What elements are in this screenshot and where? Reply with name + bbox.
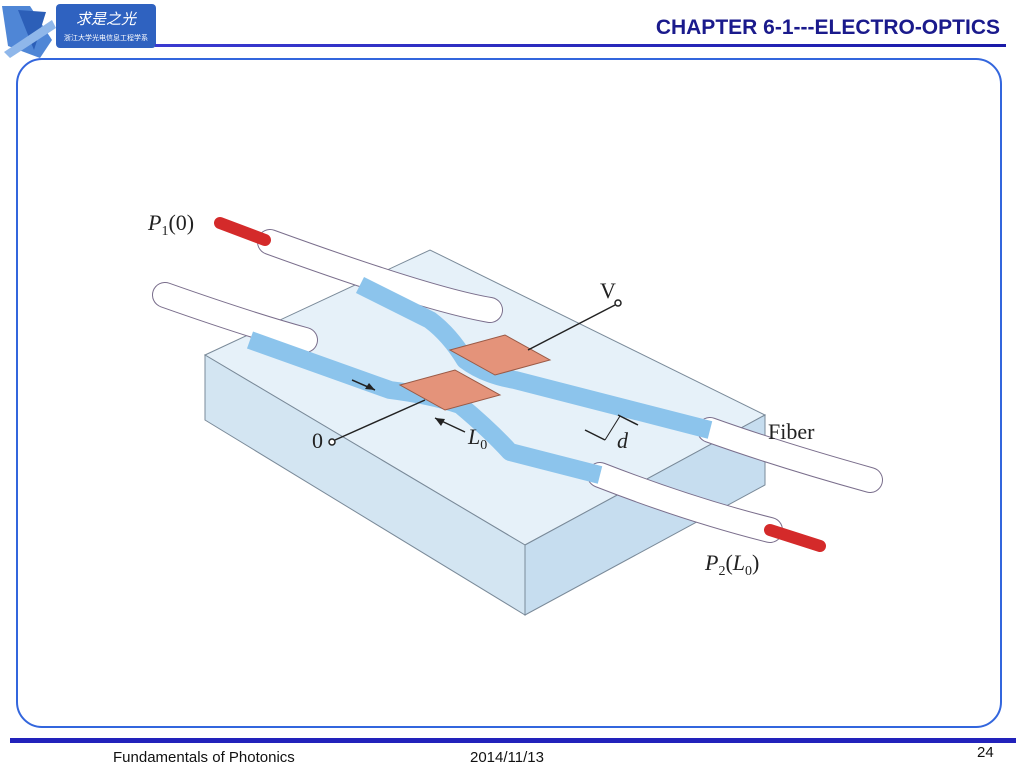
footer-divider xyxy=(10,738,1016,743)
logo-banner xyxy=(56,4,156,48)
fiber-tip-1 xyxy=(214,217,271,246)
logo-emblem-icon xyxy=(2,6,56,58)
page-number: 24 xyxy=(977,744,994,761)
voltage-lead xyxy=(527,304,616,351)
p2-label: P2(L0) xyxy=(704,550,759,579)
diagram-labels: P1(0) V 0 L0 d Fiber P2(L0) xyxy=(147,210,815,579)
ground-label: 0 xyxy=(312,428,323,453)
p1-label: P1(0) xyxy=(147,210,194,239)
input-fiber-2 xyxy=(152,282,318,353)
output-fiber-2 xyxy=(587,462,826,552)
waveguide-1 xyxy=(355,276,713,439)
university-logo: 求是之光 浙江大学光电信息工程学系 xyxy=(2,4,156,58)
header-divider xyxy=(155,44,1006,47)
voltage-label: V xyxy=(600,278,616,303)
electrode-top xyxy=(448,334,552,376)
chapter-title: CHAPTER 6-1---ELECTRO-OPTICS xyxy=(655,16,1000,39)
output-fiber-1 xyxy=(697,417,883,493)
dimension-markers xyxy=(351,379,639,441)
logo-glyphs: 求是之光 xyxy=(76,10,137,28)
fiber-tip-2 xyxy=(764,524,826,552)
directional-coupler-diagram: P1(0) V 0 L0 d Fiber P2(L0) xyxy=(147,210,883,616)
footer-course: Fundamentals of Photonics xyxy=(113,749,295,766)
gap-label: d xyxy=(617,428,629,453)
length-label: L0 xyxy=(467,424,487,453)
logo-caption: 浙江大学光电信息工程学系 xyxy=(64,33,148,42)
voltage-terminal xyxy=(614,299,622,307)
ground-lead xyxy=(334,399,426,441)
fiber-label: Fiber xyxy=(768,419,815,444)
footer-date: 2014/11/13 xyxy=(470,749,544,766)
ground-terminal xyxy=(328,438,336,446)
electrodes xyxy=(328,299,622,446)
electrode-bottom xyxy=(398,369,502,411)
input-fiber-1 xyxy=(214,217,503,323)
